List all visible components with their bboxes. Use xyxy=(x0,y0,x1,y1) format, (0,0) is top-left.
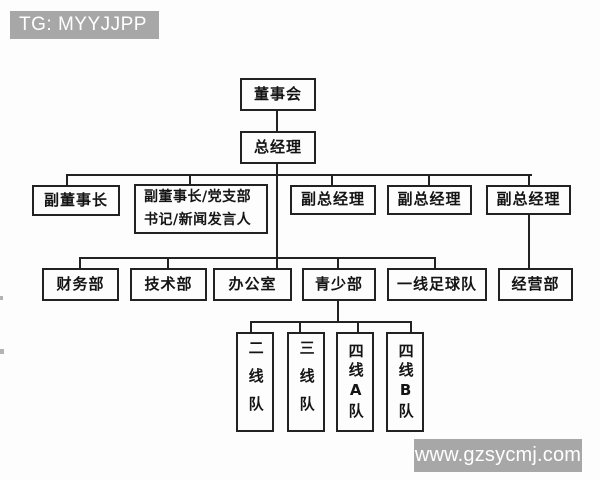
connector-drop-finance xyxy=(79,257,81,268)
connector-drop-first-team xyxy=(434,257,436,268)
connector-gm-trunk xyxy=(276,164,278,270)
connector-board-gm xyxy=(276,111,278,131)
org-node-technical-dept: 技术部 xyxy=(130,268,207,301)
connector-youth-teams xyxy=(337,301,339,322)
connector-drop-third-team xyxy=(299,321,301,332)
org-node-fourth-team-b-label: 四线B队 xyxy=(396,342,415,422)
org-node-third-team: 三线队 xyxy=(287,332,325,432)
connector-drop-deputy-gm-3 xyxy=(528,174,530,185)
org-node-deputy-gm-2: 副总经理 xyxy=(387,185,472,215)
connector-bus-level3 xyxy=(66,174,532,176)
org-node-fourth-team-a-label: 四线A队 xyxy=(346,342,365,422)
connector-drop-deputy-gm-2 xyxy=(428,174,430,185)
connector-drop-vice-chairman xyxy=(66,174,68,185)
org-node-general-manager: 总经理 xyxy=(240,131,316,164)
org-node-finance-dept: 财务部 xyxy=(42,268,119,301)
connector-bus-level4 xyxy=(79,257,436,259)
scan-artifact xyxy=(0,349,4,354)
connector-drop-second-team xyxy=(250,321,252,332)
connector-drop-deputy-gm-1 xyxy=(331,174,333,185)
watermark-website: www.gzsycmj.com xyxy=(414,439,582,472)
connector-drop-vice-chairman-party xyxy=(189,174,191,184)
org-node-youth-dept: 青少部 xyxy=(302,268,376,301)
connector-drop-fourth-team-b xyxy=(410,321,412,332)
connector-drop-fourth-team-a xyxy=(357,321,359,332)
org-node-board: 董事会 xyxy=(240,78,316,111)
org-node-second-team-label: 二线队 xyxy=(246,340,265,424)
org-node-office: 办公室 xyxy=(213,268,292,301)
org-node-business-dept: 经营部 xyxy=(498,268,573,301)
org-node-third-team-label: 三线队 xyxy=(297,340,316,424)
scan-artifact xyxy=(0,296,3,300)
connector-deputy-gm-3-business xyxy=(528,215,530,269)
org-node-deputy-gm-1: 副总经理 xyxy=(290,185,376,215)
org-node-fourth-team-b: 四线B队 xyxy=(386,332,424,432)
org-node-first-team: 一线足球队 xyxy=(387,268,487,301)
org-node-second-team: 二线队 xyxy=(236,332,274,432)
org-node-vice-chairman-party-secretary-spokesman: 副董事长/党支部书记/新闻发言人 xyxy=(134,184,268,234)
watermark-telegram: TG: MYYJJPP xyxy=(10,11,159,39)
connector-bus-level5 xyxy=(250,321,412,323)
org-node-vice-chairman: 副董事长 xyxy=(32,185,120,216)
connector-drop-youth xyxy=(337,257,339,268)
connector-drop-technical xyxy=(167,257,169,268)
org-node-fourth-team-a: 四线A队 xyxy=(336,332,374,432)
org-node-deputy-gm-3: 副总经理 xyxy=(486,185,571,215)
